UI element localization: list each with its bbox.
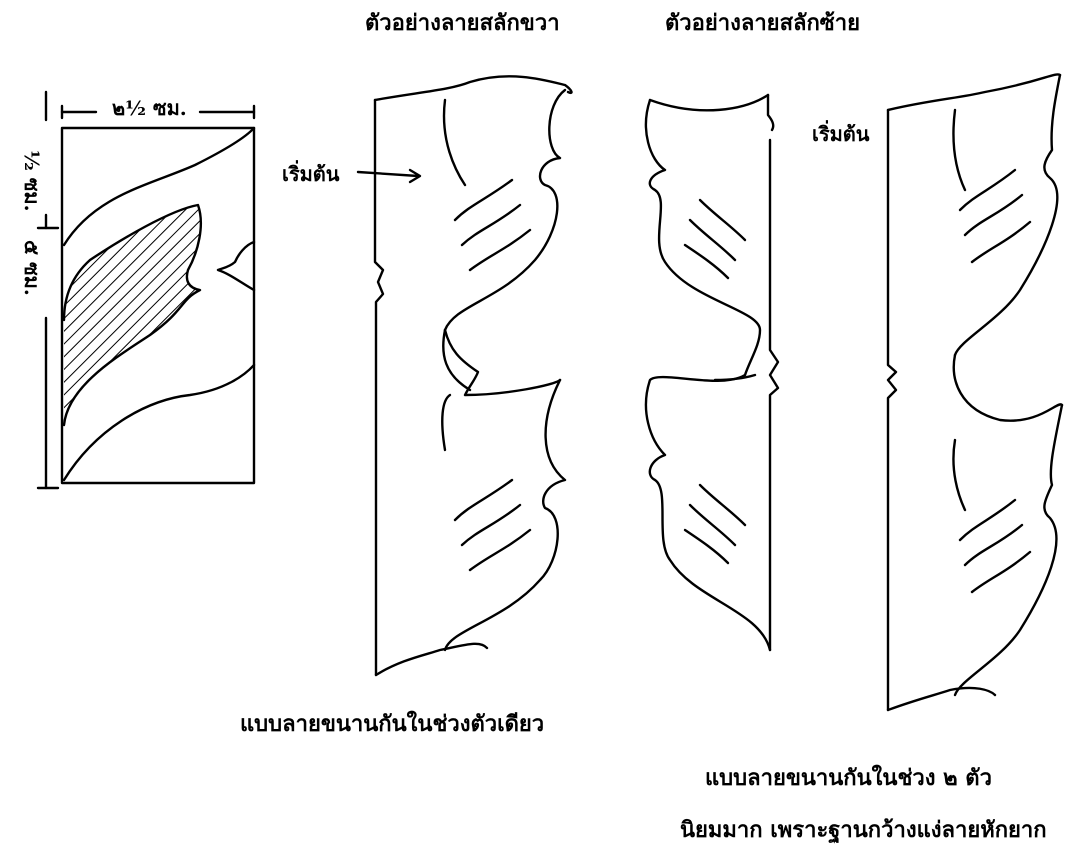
caption-note: นิยมมาก เพราะฐานกว้างแง่ลายหักยาก [680, 817, 1047, 843]
start-label-left: เริ่มต้น [812, 122, 870, 146]
caption-double: แบบลายขนานกันในช่วง ๒ ตัว [705, 765, 992, 791]
title-right-example: ตัวอย่างลายสลักขวา [365, 10, 560, 36]
right-example-strip [356, 75, 573, 677]
dimension-height-label: ๕ ซม. [20, 240, 44, 296]
dimension-width-label: ๒½ ซม. [112, 96, 187, 120]
title-left-example: ตัวอย่างลายสลักซ้าย [665, 10, 860, 36]
dimension-top-label: ½ ซม. [20, 150, 44, 212]
left-example-strip-a [644, 93, 780, 652]
hatched-leaf [64, 205, 201, 425]
left-example-strip-b [886, 73, 1064, 712]
start-label-right: เริ่มต้น [282, 162, 340, 186]
caption-single: แบบลายขนานกันในช่วงตัวเดียว [240, 711, 545, 737]
